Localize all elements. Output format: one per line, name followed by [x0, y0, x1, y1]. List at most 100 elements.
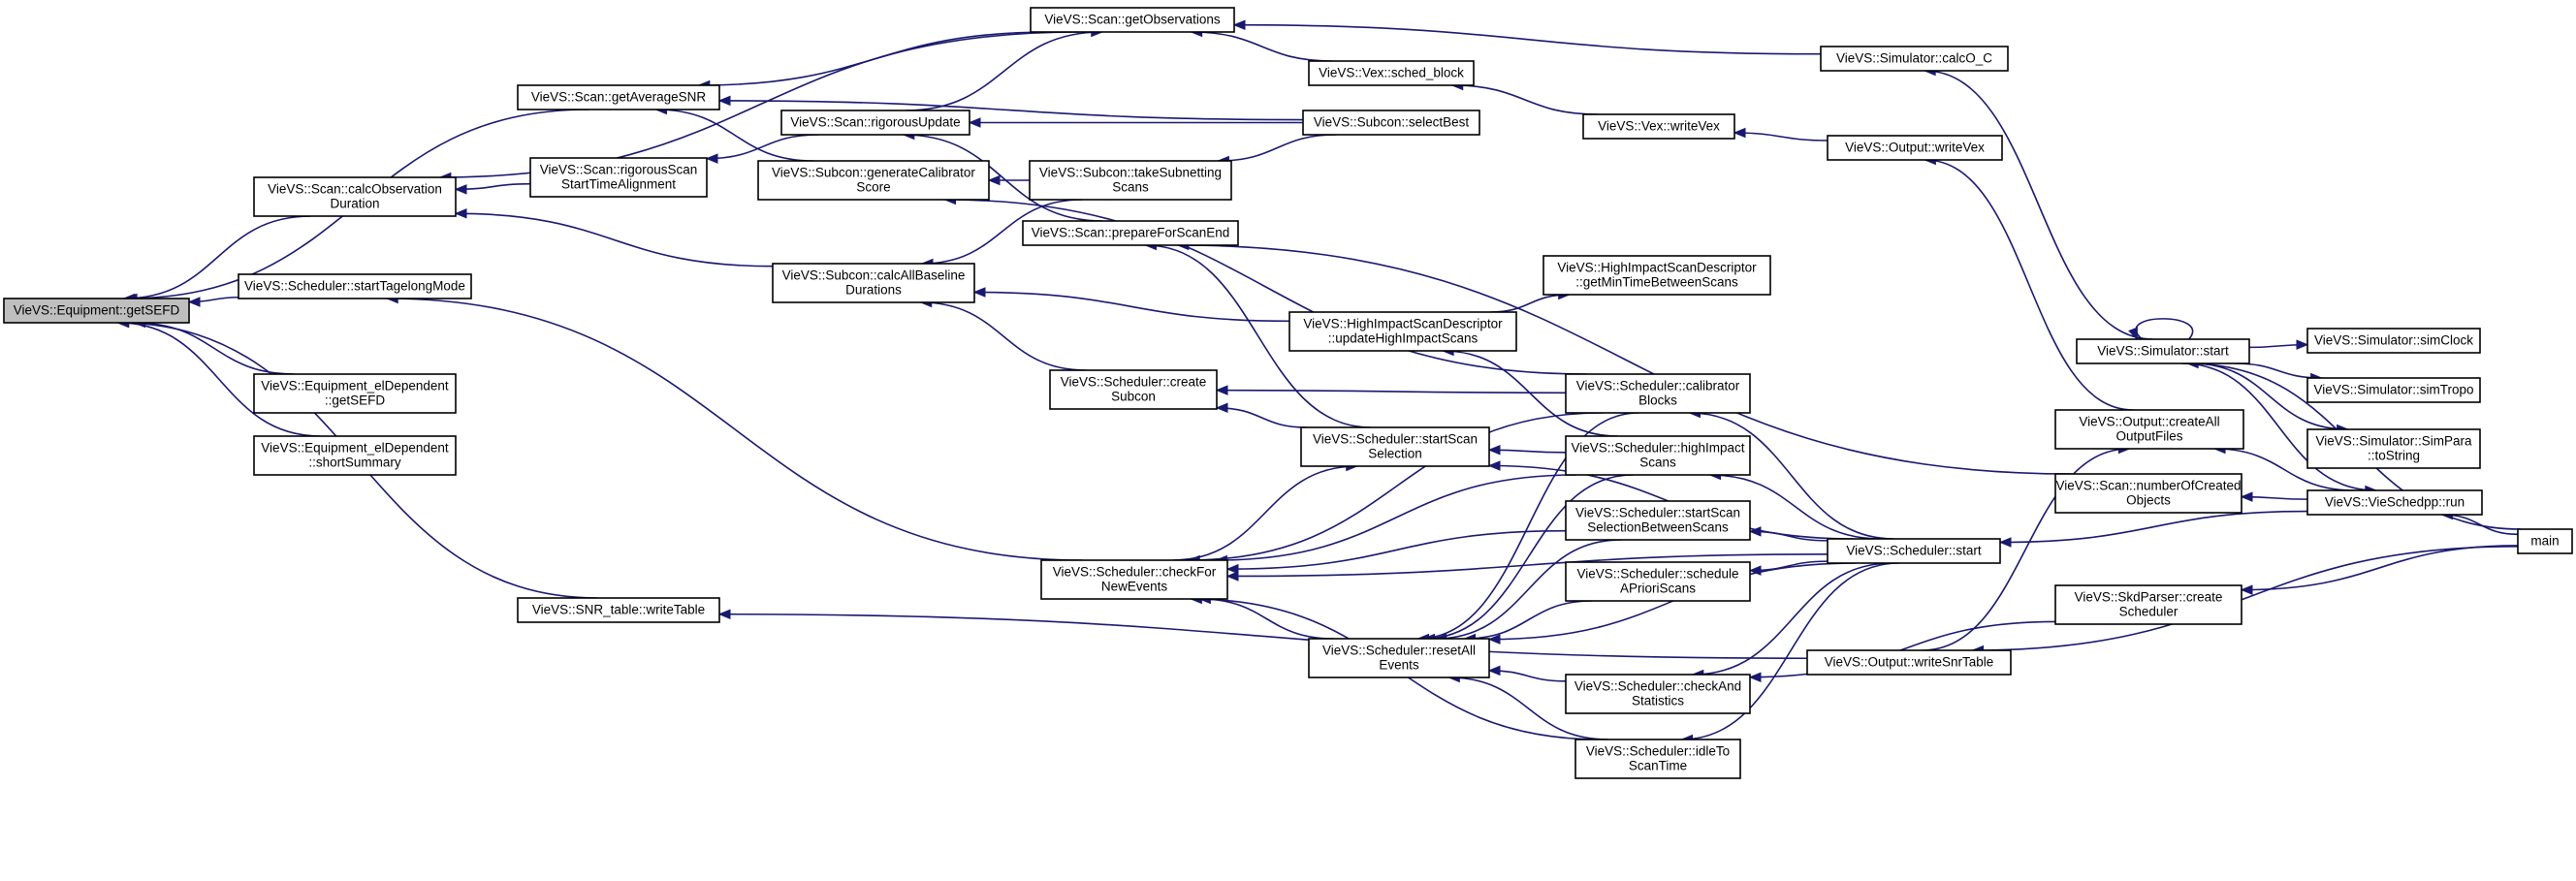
node-writeVex[interactable]: VieVS::Vex::writeVex: [1582, 113, 1735, 140]
node-box: [253, 435, 457, 476]
edge-line: [2214, 448, 2355, 491]
edge-schedulerStart-to-startScanSelBetween: [1748, 526, 1829, 542]
node-label: VieVS::Scheduler::start: [1846, 544, 1982, 558]
node-schedBlock[interactable]: VieVS::Vex::sched_block: [1308, 60, 1475, 86]
node-schedulerStart[interactable]: VieVS::Scheduler::start: [1827, 538, 2001, 564]
edge-selectBest-to-getAverageSNR: [717, 95, 1304, 121]
edge-line: [718, 613, 1808, 660]
node-label: VieVS::Output::createAll: [2079, 415, 2219, 429]
edge-line: [455, 212, 774, 267]
node-box: [238, 273, 472, 299]
node-label: StartTimeAlignment: [561, 177, 676, 192]
node-getObservations[interactable]: VieVS::Scan::getObservations: [1030, 7, 1235, 33]
node-simClock[interactable]: VieVS::Simulator::simClock: [2306, 328, 2481, 354]
edge-line: [944, 199, 1587, 375]
node-eqDepGetSEFD[interactable]: VieVS::Equipment_elDependent::getSEFD: [253, 373, 457, 414]
edge-checkAndStats-to-resetAllEvents: [1487, 665, 1567, 682]
node-vieSchedRun[interactable]: VieVS::VieSchedpp::run: [2306, 489, 2483, 516]
node-rigorousScanStart[interactable]: VieVS::Scan::rigorousScanStartTimeAlignm…: [529, 157, 708, 198]
arrowhead: [454, 184, 467, 195]
node-simParaToString[interactable]: VieVS::Simulator::SimPara::toString: [2306, 428, 2481, 469]
node-label: VieVS::Output::writeSnrTable: [1825, 655, 1994, 670]
edge-calcAllBaseline-to-calcObsDuration: [454, 208, 774, 267]
edge-line: [718, 100, 1304, 121]
node-writeSnrTable[interactable]: VieVS::Output::writeSnrTable: [1806, 649, 2012, 676]
node-box: [1565, 674, 1751, 714]
node-getMinTime[interactable]: VieVS::HighImpactScanDescriptor::getMinT…: [1542, 255, 1771, 296]
node-box: [1574, 739, 1741, 779]
edge-line: [1216, 406, 1307, 428]
arrowhead: [2240, 491, 2253, 502]
node-label: SelectionBetweenScans: [1587, 520, 1729, 535]
edge-schedulerStart-to-scheduleAPriori: [1748, 560, 1829, 576]
node-label: OutputFiles: [2115, 429, 2182, 444]
node-label: VieVS::SkdParser::create: [2075, 590, 2223, 605]
arrowhead: [187, 297, 201, 307]
node-label: VieVS::Scan::rigorousUpdate: [790, 115, 960, 130]
node-simTropo[interactable]: VieVS::Simulator::simTropo: [2306, 377, 2481, 403]
node-selectBest[interactable]: VieVS::Subcon::selectBest: [1302, 110, 1480, 136]
node-startTagelong[interactable]: VieVS::Scheduler::startTagelongMode: [238, 273, 472, 299]
edge-line: [117, 322, 321, 437]
node-label: VieVS::SNR_table::writeTable: [532, 603, 705, 617]
node-rigorousUpdate[interactable]: VieVS::Scan::rigorousUpdate: [780, 110, 970, 136]
node-snrWriteTable[interactable]: VieVS::SNR_table::writeTable: [517, 597, 720, 623]
node-label: VieVS::Scheduler::calibrator: [1576, 379, 1740, 393]
edge-line: [1435, 539, 1622, 640]
edge-scheduleAPriori-to-resetAllEvents: [1463, 600, 1593, 645]
node-startScanSelBetween[interactable]: VieVS::Scheduler::startScanSelectionBetw…: [1565, 500, 1751, 541]
node-label: VieVS::Output::writeVex: [1845, 141, 1985, 155]
node-box: [1582, 113, 1735, 140]
edge-line: [973, 291, 1290, 323]
arrowhead: [1487, 665, 1501, 676]
node-label: Scans: [1112, 180, 1149, 195]
node-eqDepShortSummary[interactable]: VieVS::Equipment_elDependent::shortSumma…: [253, 435, 457, 476]
edge-getObservations-to-getAverageSNR: [697, 31, 1053, 91]
node-label: Objects: [2126, 493, 2171, 508]
edge-selectBest-to-takeSubnetting: [1217, 134, 1337, 167]
node-box: [1030, 7, 1235, 33]
node-label: VieVS::Scheduler::startTagelongMode: [244, 279, 465, 294]
edge-simStart-to-simStart: [2128, 318, 2194, 341]
edge-line: [1145, 244, 1372, 428]
node-label: ::getSEFD: [325, 393, 386, 408]
edge-line: [1488, 449, 1567, 454]
edge-line: [698, 31, 1053, 86]
edge-main-to-skdCreateScheduler: [2240, 545, 2519, 595]
arrowhead: [972, 287, 986, 298]
node-simStart[interactable]: VieVS::Simulator::start: [2076, 338, 2250, 364]
edge-line: [1216, 474, 1576, 561]
node-getAverageSNR[interactable]: VieVS::Scan::getAverageSNR: [517, 84, 720, 110]
edge-rigorousUpdate-to-getObservations: [906, 26, 1104, 111]
edge-line: [706, 134, 819, 160]
node-label: Scans: [1639, 456, 1676, 470]
arrowhead: [1215, 385, 1228, 395]
edge-writeSnrTable-to-snrWriteTable: [717, 609, 1808, 660]
node-label: VieVS::Subcon::selectBest: [1314, 115, 1470, 130]
node-getSEFD[interactable]: VieVS::Equipment::getSEFD: [3, 298, 190, 324]
node-updateHighImpact[interactable]: VieVS::HighImpactScanDescriptor::updateH…: [1288, 311, 1517, 352]
node-outputWriteVex[interactable]: VieVS::Output::writeVex: [1827, 135, 2003, 161]
edge-calibratorBlocks-to-createSubcon: [1215, 385, 1567, 395]
node-main[interactable]: main: [2517, 528, 2573, 554]
node-calcOC[interactable]: VieVS::Simulator::calcO_C: [1820, 46, 2009, 72]
node-prepareForScanEnd[interactable]: VieVS::Scan::prepareForScanEnd: [1022, 220, 1239, 246]
arrowhead: [705, 153, 718, 164]
node-box: [1827, 135, 2003, 161]
